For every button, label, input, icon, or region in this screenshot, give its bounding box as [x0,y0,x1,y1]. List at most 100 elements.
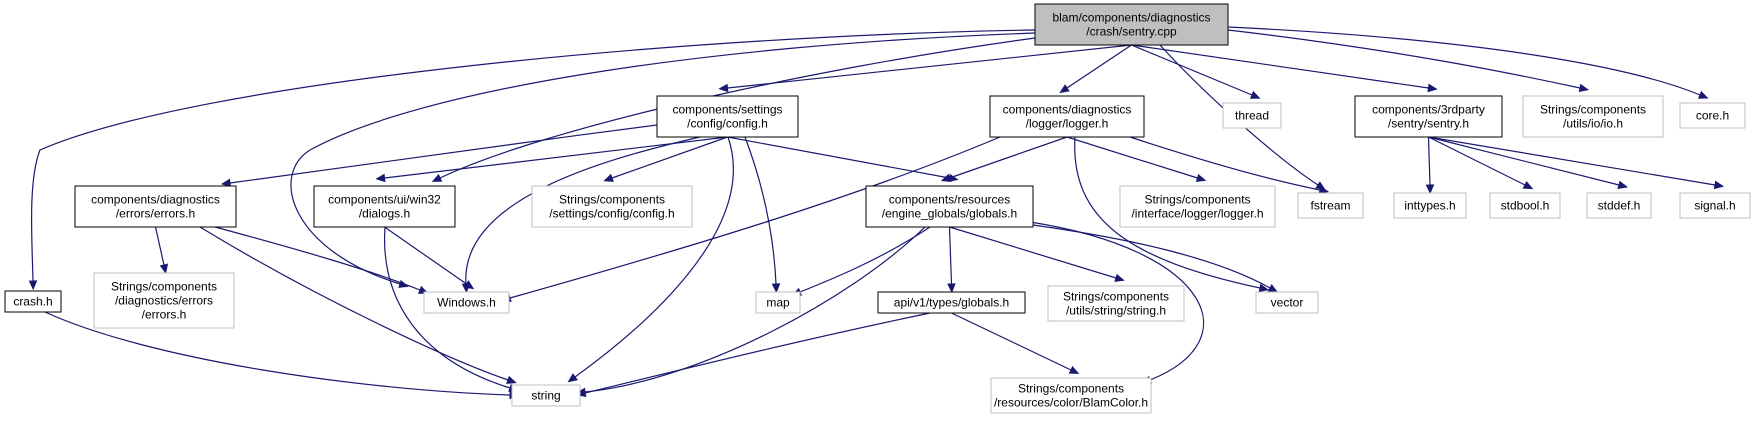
edge-errors-to-windows [214,226,429,294]
edge-root-to-str_io [1227,29,1590,93]
edge-apiglobals-to-blamcolor [951,312,1080,374]
node-label-line: components/3rdparty [1372,103,1485,117]
node-stddef[interactable]: stddef.h [1586,192,1652,219]
node-thread[interactable]: thread [1222,102,1282,129]
arrowhead [1114,273,1125,282]
node-label-line: Strings/components [1144,193,1250,207]
node-label-line: crash.h [13,295,52,309]
node-inttypes[interactable]: inttypes.h [1393,192,1467,219]
node-label-line: string [531,389,560,403]
node-str_string[interactable]: Strings/components/utils/string/string.h [1047,285,1185,322]
node-str_config[interactable]: Strings/components/settings/config/confi… [531,185,693,228]
node-string[interactable]: string [511,384,581,407]
edge-errors-to-string [199,226,517,384]
arrowhead [1068,365,1080,374]
edge-sentryh-to-inttypes [1425,136,1435,195]
node-label-line: components/diagnostics [1003,103,1132,117]
node-label-line: /engine_globals/globals.h [882,207,1017,221]
arrowhead [1059,84,1070,94]
node-box [1522,95,1664,138]
node-label-line: /dialogs.h [359,207,410,221]
node-box [877,291,1026,314]
node-str_logger[interactable]: Strings/components/interface/logger/logg… [1119,185,1276,228]
node-label-line: /settings/config/config.h [549,207,674,221]
node-box [1222,102,1282,129]
arrowhead [28,280,38,291]
node-label-line: fstream [1310,199,1350,213]
node-box [1586,192,1652,219]
node-box [1297,192,1364,219]
node-box [755,291,801,314]
edge-sentryh-to-stdbool [1428,136,1534,190]
edge-root-to-logger [1059,44,1132,94]
node-settings[interactable]: components/settings/config/config.h [656,95,799,138]
node-map[interactable]: map [755,291,801,314]
node-stdbool[interactable]: stdbool.h [1489,192,1561,219]
node-fstream[interactable]: fstream [1297,192,1364,219]
node-str_io[interactable]: Strings/components/utils/io/io.h [1522,95,1664,138]
node-label-line: components/settings [672,103,782,117]
arrowhead [463,280,475,290]
node-label-line: /diagnostics/errors [115,294,213,308]
node-label-line: /errors.h [142,308,187,322]
node-signal[interactable]: signal.h [1679,192,1751,219]
arrowhead [567,373,578,383]
node-coreh[interactable]: core.h [1679,102,1746,129]
node-crash[interactable]: crash.h [4,290,62,313]
node-box [1119,185,1276,228]
node-label-line: blam/components/diagnostics [1052,11,1210,25]
edge-logger-to-fstream [1129,136,1330,195]
edge-root-to-sentryh [1131,44,1438,93]
node-label-line: core.h [1696,109,1729,123]
node-label-line: vector [1271,296,1304,310]
arrowhead [1427,83,1438,93]
arrowhead [947,283,956,294]
edge-root-to-thread [1131,44,1261,99]
node-label-line: stddef.h [1598,199,1641,213]
node-windows[interactable]: Windows.h [423,291,510,314]
edge-logger-to-globals [940,136,1068,182]
edge-logger-to-str_logger [1066,136,1207,182]
node-label-line: Windows.h [437,296,496,310]
node-globals[interactable]: components/resources/engine_globals/glob… [865,185,1034,228]
arrowhead [718,83,729,93]
node-label-line: /utils/io/io.h [1563,117,1623,131]
node-label-line: Strings/components [1540,103,1646,117]
arrowhead [431,173,443,182]
node-box [990,377,1152,414]
edge-settings-to-errors [220,124,658,188]
node-label-line: components/ui/win32 [328,193,441,207]
node-box [1679,102,1746,129]
edge-globals-to-string [575,226,926,397]
node-root[interactable]: blam/components/diagnostics/crash/sentry… [1034,3,1229,46]
node-label-line: components/diagnostics [91,193,220,207]
node-vector[interactable]: vector [1255,291,1319,314]
edge-globals-to-vector [1032,224,1279,293]
edge-errors-to-str_errors [154,226,169,275]
node-label-line: signal.h [1694,199,1735,213]
node-apiglobals[interactable]: api/v1/types/globals.h [877,291,1026,314]
arrowhead [1617,180,1629,190]
node-box [1255,291,1319,314]
node-box [1393,192,1467,219]
node-dialogs[interactable]: components/ui/win32/dialogs.h [313,185,456,228]
node-label-line: Strings/components [1018,382,1124,396]
node-box [531,185,693,228]
node-label-line: components/resources [889,193,1010,207]
arrowhead [603,173,614,182]
node-errors[interactable]: components/diagnostics/errors/errors.h [74,185,237,228]
node-box [74,185,237,228]
node-str_errors[interactable]: Strings/components/diagnostics/errors/er… [93,272,235,329]
arrowhead [1425,184,1435,195]
edge-root-to-coreh [1227,26,1709,99]
node-label-line: /sentry/sentry.h [1388,117,1469,131]
arrowhead [771,283,781,294]
edge-settings-to-map [744,136,781,294]
node-blamcolor[interactable]: Strings/components/resources/color/BlamC… [990,377,1152,414]
node-label-line: Strings/components [111,280,217,294]
node-logger[interactable]: components/diagnostics/logger/logger.h [989,95,1145,138]
edge-globals-to-str_string [949,226,1125,282]
arrowhead [940,173,952,182]
node-sentryh[interactable]: components/3rdparty/sentry/sentry.h [1354,95,1503,138]
